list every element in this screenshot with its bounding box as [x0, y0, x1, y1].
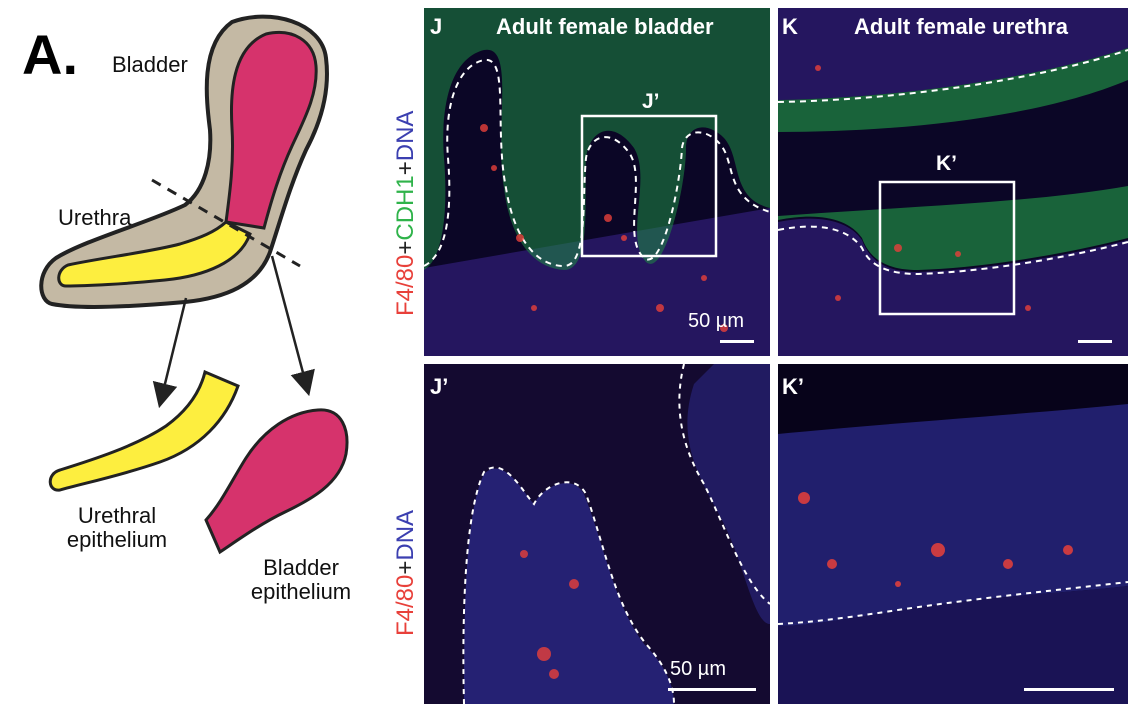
panel-k-box-label: K’	[936, 152, 957, 175]
channel-dna: DNA	[392, 509, 419, 561]
micrograph-k: K Adult female urethra K’	[778, 8, 1128, 356]
micrograph-j-image	[424, 8, 770, 356]
label-bladder-epithelium: Bladder epithelium	[226, 555, 376, 605]
bladder-epithelium-shape	[204, 408, 349, 555]
micrograph-j-prime-image	[424, 364, 770, 704]
panel-j-prime-letter: J’	[430, 374, 449, 399]
panel-k-letter: K	[782, 14, 798, 39]
jp-membrane-left	[462, 466, 675, 704]
urethral-epithelium-shape	[48, 369, 240, 492]
panel-j-scale-text: 50 µm	[688, 310, 744, 332]
channel-label-row1: F4/80+CDH1+DNA	[392, 111, 420, 316]
arrow-to-bladder-epithelium	[270, 255, 315, 397]
k-membrane-top	[778, 49, 1128, 103]
panel-j-title: Adult female bladder	[496, 14, 714, 39]
urethra-lumen	[57, 220, 252, 288]
label-bladder-epithelium-line1: Bladder	[263, 555, 339, 580]
micrograph-k-prime-image	[778, 364, 1128, 704]
channel-label-row2: F4/80+DNA	[392, 510, 420, 636]
j-inset-box	[580, 114, 718, 258]
k-membrane-bottom	[778, 225, 1128, 276]
bladder-lumen	[224, 31, 318, 230]
k-bottom-stroma	[778, 218, 1128, 356]
jp-macrophage-dots	[520, 550, 579, 679]
j-macrophage-dots	[480, 124, 728, 332]
panel-j-box-label: J’	[642, 90, 660, 113]
label-urethra: Urethra	[58, 205, 132, 230]
panel-j-scale-bar	[720, 340, 754, 343]
panel-k-prime-letter: K’	[782, 374, 804, 399]
kp-epithelium	[778, 404, 1128, 626]
k-top-stroma	[778, 8, 1128, 100]
jp-villus	[464, 468, 674, 704]
label-urethral-epithelium: Urethral epithelium	[42, 503, 192, 553]
panel-a-letter: A.	[22, 23, 78, 86]
j-tissue-stroma	[424, 208, 770, 356]
label-bladder: Bladder	[112, 52, 188, 77]
j-membrane-line	[424, 58, 770, 268]
arrow-to-urethral-epithelium	[152, 297, 188, 409]
panel-j-prime-scale-text: 50 µm	[670, 658, 726, 680]
kp-membrane	[778, 581, 1128, 625]
j-epithelium	[424, 8, 770, 270]
bladder-urethra-schematic	[39, 14, 349, 555]
channel-dna: DNA	[392, 110, 419, 162]
panel-j-prime-scale-bar	[668, 688, 756, 691]
micrograph-k-image	[778, 8, 1128, 356]
channel-f480: F4/80	[392, 254, 419, 316]
channel-plus: +	[392, 560, 419, 575]
k-top-epithelium	[778, 48, 1128, 132]
kp-stroma	[778, 586, 1128, 704]
panel-k-title: Adult female urethra	[854, 14, 1068, 39]
panel-k-prime-scale-bar	[1024, 688, 1114, 691]
panel-k-scale-bar	[1078, 340, 1112, 343]
k-inset-box	[878, 180, 1016, 316]
label-urethral-epithelium-line2: epithelium	[66, 527, 168, 553]
jp-membrane-right	[678, 364, 770, 605]
k-bottom-epithelium	[778, 186, 1128, 270]
micrograph-k-prime: K’	[778, 364, 1128, 704]
channel-plus: +	[392, 161, 419, 176]
label-bladder-epithelium-line2: epithelium	[250, 579, 352, 605]
jp-epithelium	[424, 364, 770, 624]
kp-macrophage-dots	[798, 492, 1073, 587]
micrograph-j-prime: J’ 50 µm	[424, 364, 770, 704]
panel-j-letter: J	[430, 14, 443, 39]
label-urethral-epithelium-line1: Urethral	[77, 503, 157, 528]
channel-f480: F4/80	[392, 574, 419, 636]
channel-cdh1: CDH1	[392, 175, 419, 241]
micrograph-j: J Adult female bladder J’ 50 µm	[424, 8, 770, 356]
channel-plus: +	[392, 240, 419, 255]
k-macrophage-dots	[815, 65, 1031, 311]
